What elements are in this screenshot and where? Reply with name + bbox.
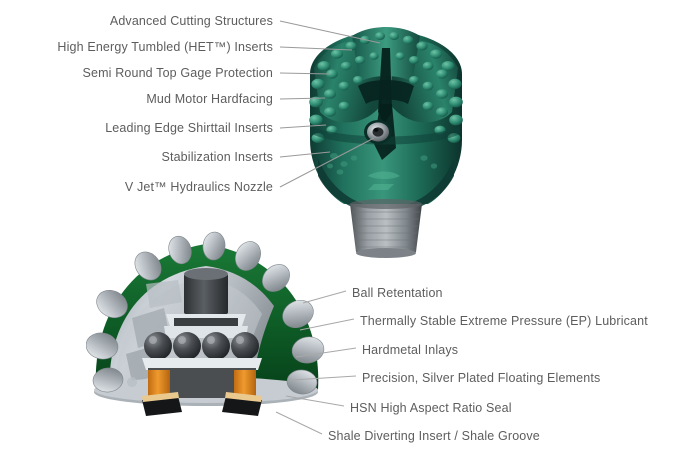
callout-thermally-stable-ep-lubricant: Thermally Stable Extreme Pressure (EP) L…	[360, 314, 648, 328]
cone-cutaway-illustration	[85, 222, 336, 418]
v-jet-nozzle	[364, 120, 392, 144]
shale-groove	[127, 377, 137, 387]
ball-bearing-race	[144, 332, 259, 360]
callout-mud-motor-hardfacing: Mud Motor Hardfacing	[146, 92, 273, 106]
tricone-bit-illustration	[296, 8, 476, 258]
bit-shank	[350, 199, 422, 258]
callout-high-energy-tumbled-inserts: High Energy Tumbled (HET™) Inserts	[57, 40, 273, 54]
bit-logo-mark	[368, 171, 400, 190]
callout-leading-edge-shirttail-inserts: Leading Edge Shirttail Inserts	[105, 121, 273, 135]
callout-stabilization-inserts: Stabilization Inserts	[161, 150, 273, 164]
callout-semi-round-top-gage-protection: Semi Round Top Gage Protection	[82, 66, 273, 80]
callout-precision-silver-plated-floating-elements: Precision, Silver Plated Floating Elemen…	[362, 371, 601, 385]
callout-advanced-cutting-structures: Advanced Cutting Structures	[109, 14, 273, 28]
callout-ball-retentation: Ball Retentation	[352, 286, 443, 300]
hsn-seal-blocks	[142, 392, 262, 416]
callout-hsn-high-aspect-ratio-seal: HSN High Aspect Ratio Seal	[350, 401, 512, 415]
journal-bearing-assembly	[164, 268, 248, 338]
callout-shale-diverting-insert-shale-groove: Shale Diverting Insert / Shale Groove	[328, 429, 540, 443]
tricone-bit-svg	[309, 27, 463, 258]
cone-cutaway-svg	[85, 231, 325, 416]
callout-v-jet-hydraulics-nozzle: V Jet™ Hydraulics Nozzle	[124, 180, 273, 194]
callout-hardmetal-inlays: Hardmetal Inlays	[362, 343, 459, 357]
